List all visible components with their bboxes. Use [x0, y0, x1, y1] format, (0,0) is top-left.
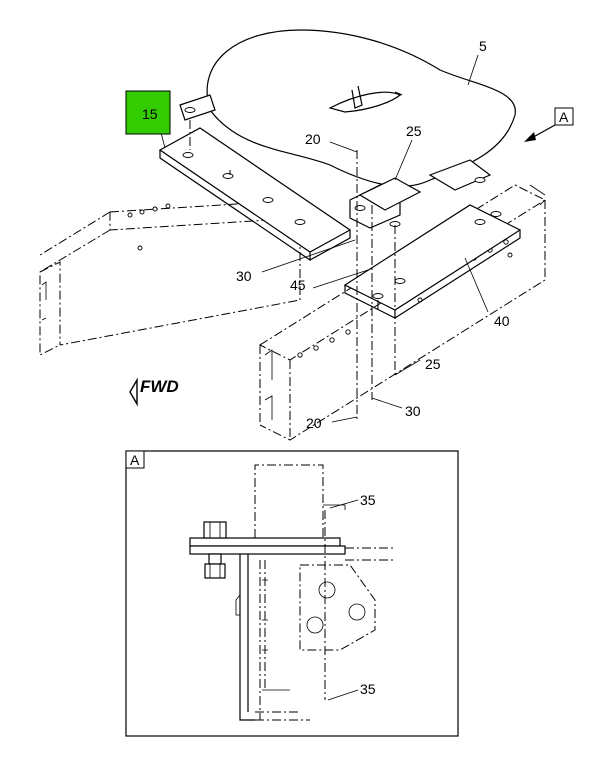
callout-20-lower: 20 [306, 415, 322, 431]
view-flag-label: A [559, 109, 569, 125]
bolt-centerlines [189, 120, 396, 420]
bolt-icon [203, 521, 227, 579]
callout-25-upper: 25 [406, 123, 422, 139]
callout-30-upper: 30 [236, 268, 252, 284]
detail-top-plate [189, 537, 341, 547]
main-view: 15 5 20 25 30 45 40 25 30 20 A FWD [39, 29, 574, 441]
detail-bottom-plate [189, 545, 346, 555]
right-mounting-plate [343, 204, 522, 319]
forward-arrow-icon: FWD [129, 377, 179, 407]
callout-45: 45 [290, 277, 306, 293]
leader-lines [157, 54, 556, 423]
left-mounting-plate [158, 127, 352, 262]
callout-15: 15 [142, 106, 158, 122]
callout-20-upper: 20 [305, 131, 321, 147]
callout-30-lower: 30 [405, 403, 421, 419]
detail-frame-channel [235, 554, 310, 721]
callout-5: 5 [479, 38, 487, 54]
callout-35-lower: 35 [360, 681, 376, 697]
fifth-wheel-plate [179, 29, 516, 229]
callout-35-upper: 35 [360, 492, 376, 508]
view-flag-box [554, 107, 574, 126]
callout-25-lower: 25 [425, 356, 441, 372]
detail-tag-label: A [130, 452, 140, 468]
highlight-box-15 [125, 90, 171, 135]
detail-view-a: A [125, 450, 459, 737]
detail-frame [125, 450, 459, 737]
left-frame-rail [39, 199, 301, 356]
detail-tag-box [125, 450, 145, 469]
callout-40: 40 [494, 313, 510, 329]
forward-label: FWD [140, 377, 179, 396]
